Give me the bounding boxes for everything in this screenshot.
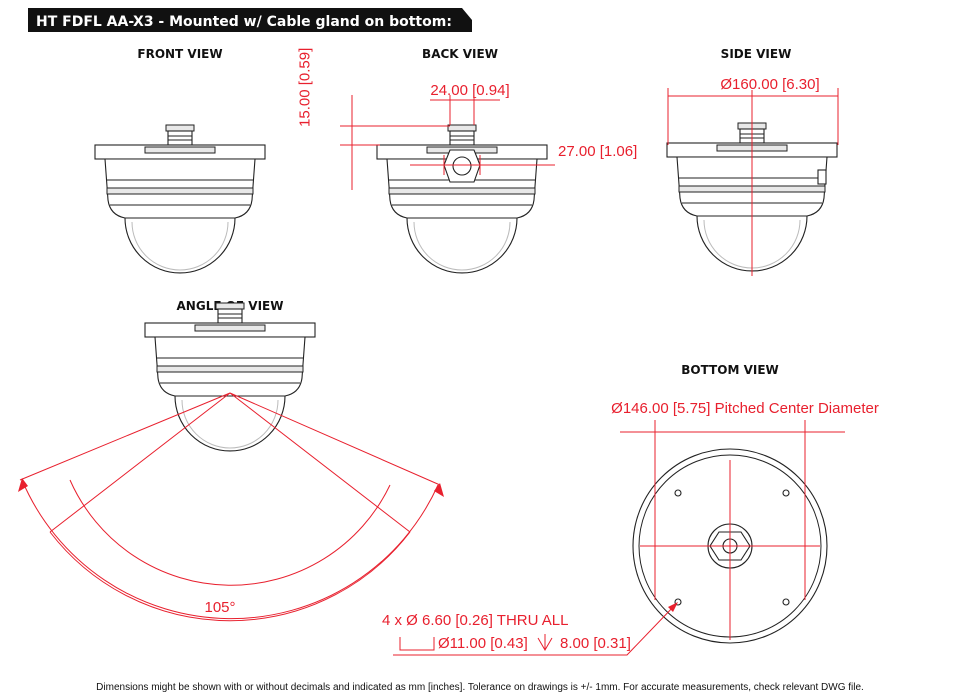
hole-depth: 8.00 [0.31] (560, 635, 631, 652)
front-view-label: FRONT VIEW (137, 47, 222, 61)
dim-back-gland: 27.00 [1.06] (558, 143, 637, 160)
angle-view-drawing: 105° (18, 302, 444, 622)
dim-back-height: 15.00 [0.59] (296, 48, 313, 127)
drawing-title: HT FDFL AA-X3 - Mounted w/ Cable gland o… (36, 14, 452, 30)
back-view-drawing: 24.00 [0.94] 15.00 [0.59] 27.00 [1.06] (296, 48, 637, 274)
footer-note: Dimensions might be shown with or withou… (96, 682, 864, 693)
dim-pitch-diameter: Ø146.00 [5.75] Pitched Center Diameter (611, 400, 879, 417)
title-banner: HT FDFL AA-X3 - Mounted w/ Cable gland o… (28, 8, 472, 32)
front-view-drawing (94, 124, 266, 274)
dim-side-diameter: Ø160.00 [6.30] (720, 76, 819, 93)
dim-angle: 105° (204, 599, 235, 616)
back-view-label: BACK VIEW (422, 47, 498, 61)
dim-back-width: 24.00 [0.94] (430, 82, 509, 99)
hole-counterbore: Ø11.00 [0.43] (438, 635, 528, 652)
bottom-view-label: BOTTOM VIEW (681, 363, 779, 377)
hole-spec-line1: 4 x Ø 6.60 [0.26] THRU ALL (382, 612, 569, 629)
side-view-label: SIDE VIEW (721, 47, 792, 61)
bottom-view-drawing: Ø146.00 [5.75] Pitched Center Diameter 4… (382, 400, 879, 656)
side-view-drawing: Ø160.00 [6.30] (666, 76, 839, 276)
